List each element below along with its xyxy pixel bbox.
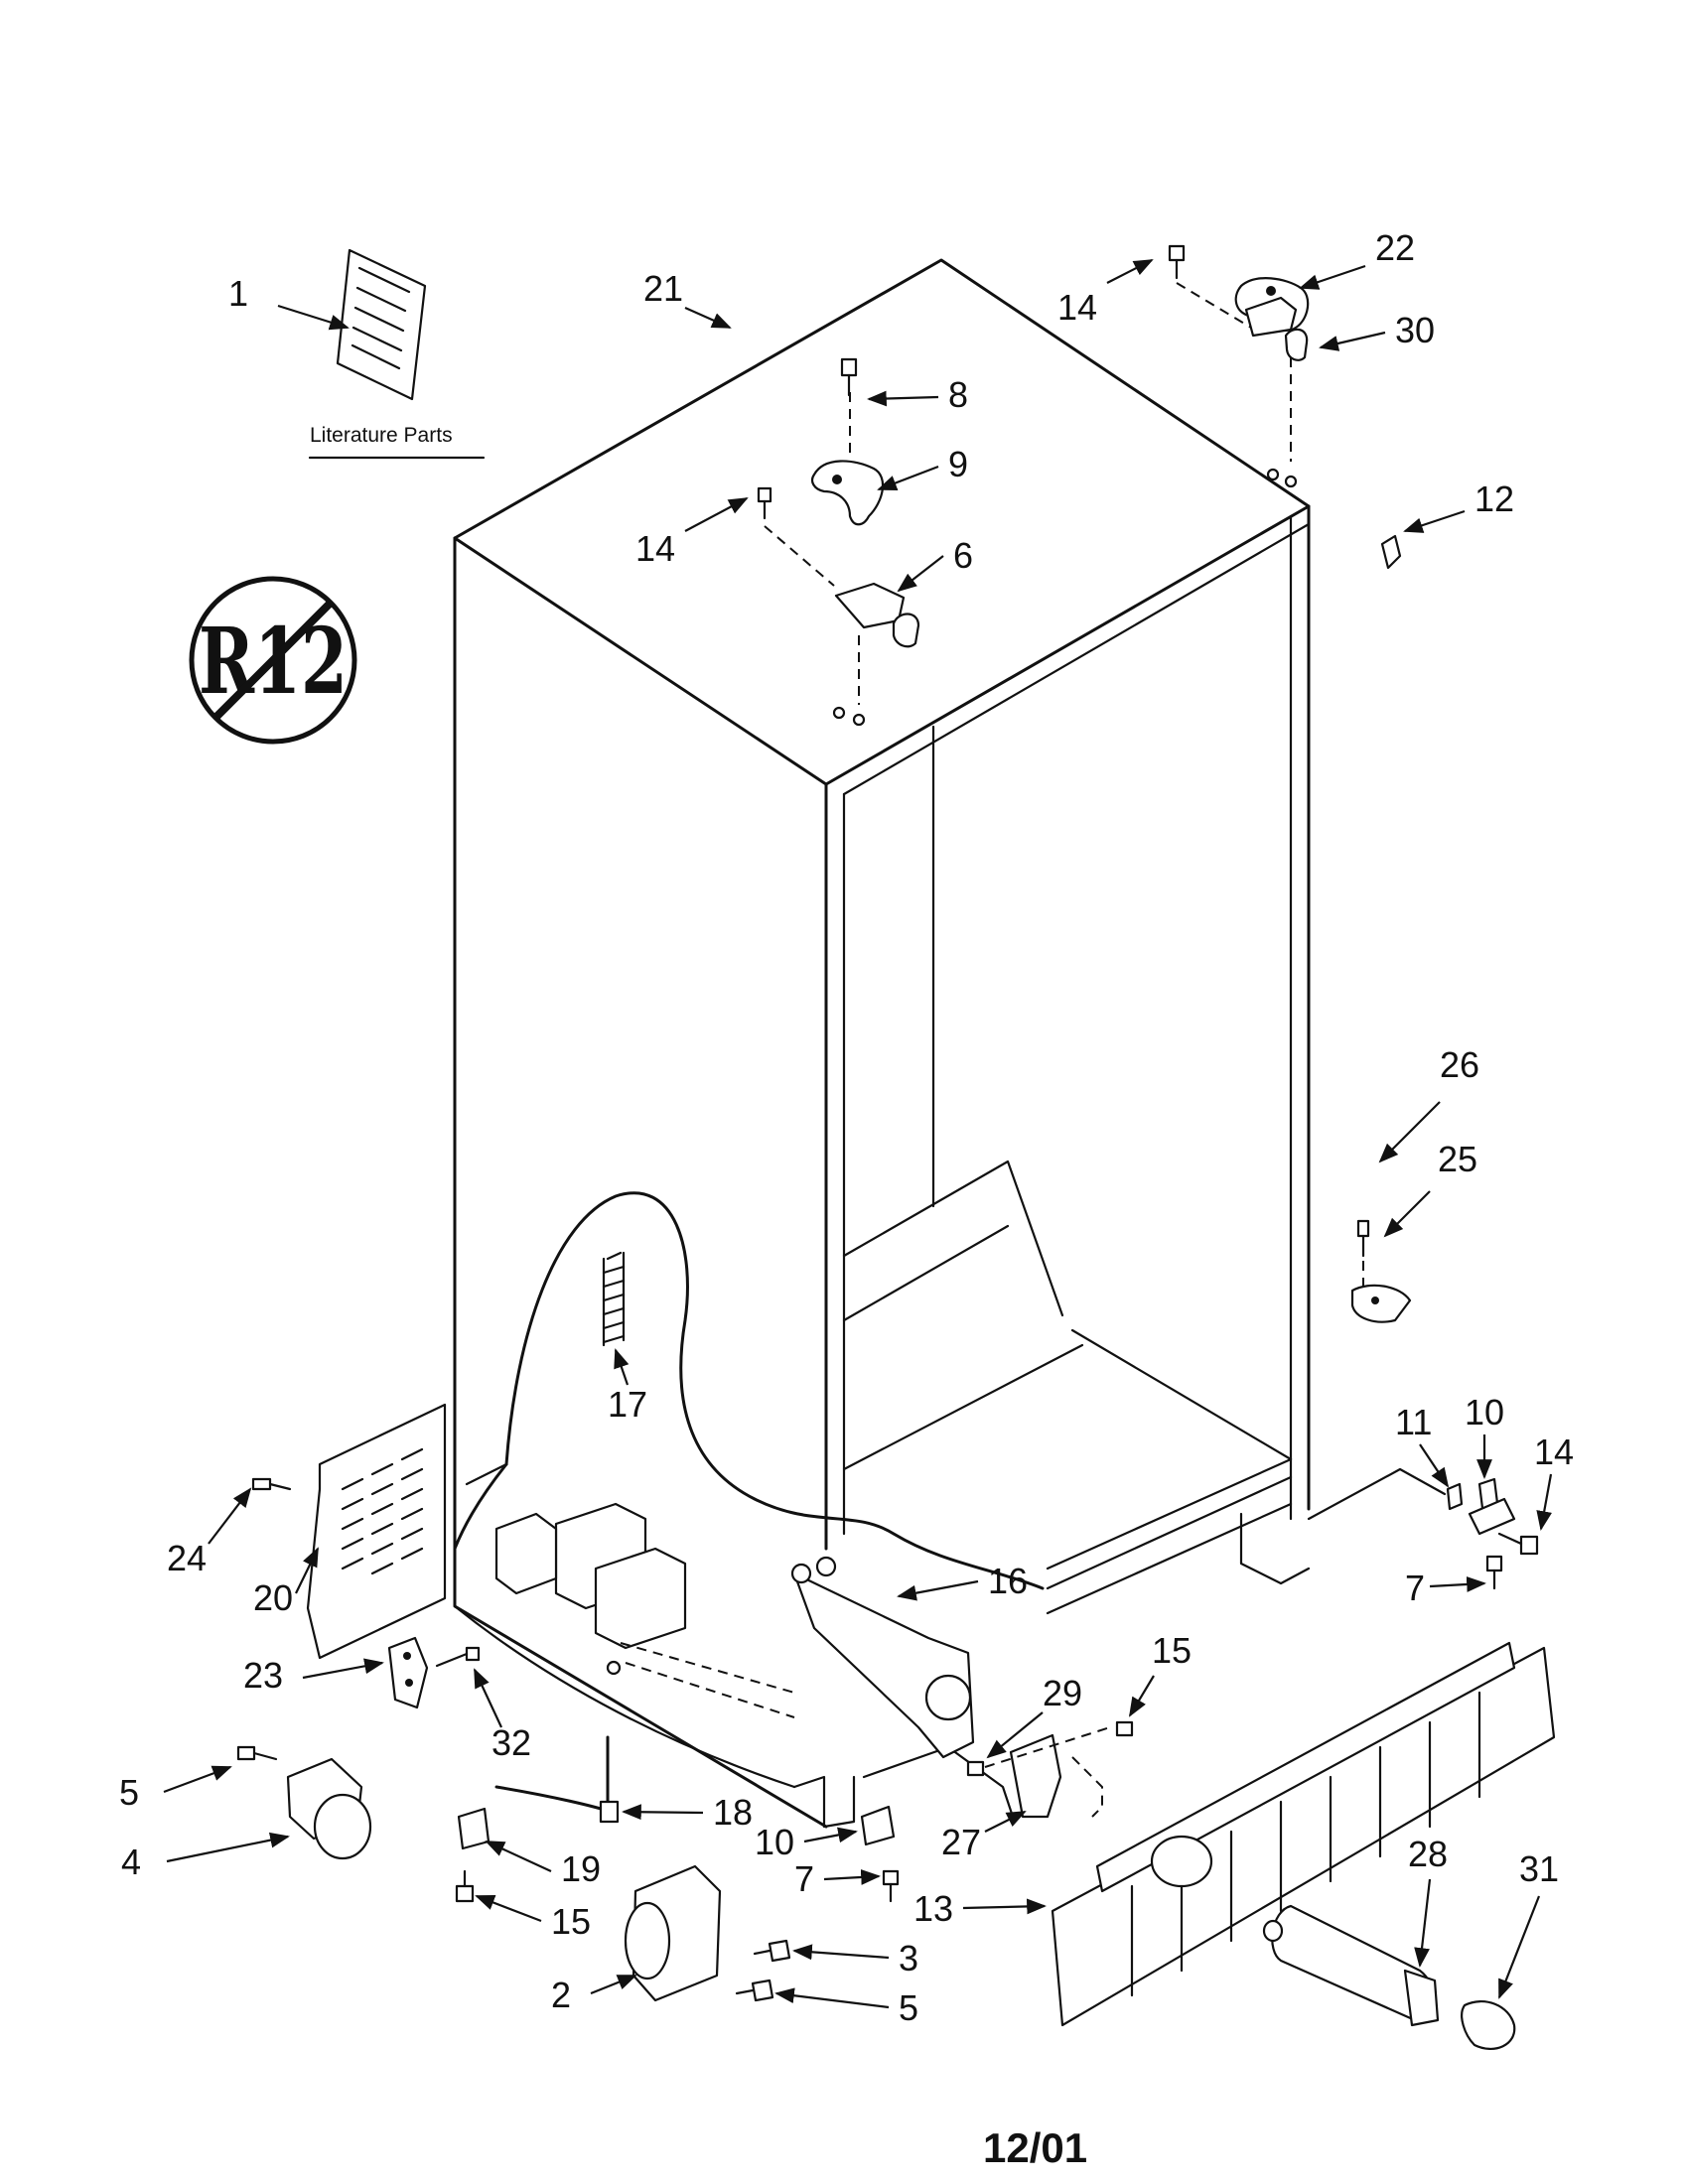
cabinet <box>453 258 1447 1829</box>
callout-4: 4 <box>121 1842 141 1882</box>
machine-compartment <box>494 1502 795 1718</box>
callout-24: 24 <box>167 1538 207 1578</box>
callouts: 1 21 14 22 30 8 9 14 6 12 26 25 17 10 11… <box>119 227 1574 2028</box>
top-hinge-right <box>1168 244 1310 488</box>
callout-1: 1 <box>228 273 248 314</box>
callout-13: 13 <box>913 1888 953 1929</box>
toe-grille-part-13 <box>1051 1641 1556 2027</box>
callout-26: 26 <box>1440 1044 1479 1085</box>
footer-date: 12/01 <box>983 2124 1087 2171</box>
callout-28: 28 <box>1408 1834 1448 1874</box>
callout-11: 11 <box>1395 1402 1432 1442</box>
callout-10-right: 10 <box>1465 1392 1504 1433</box>
literature-parts-label: Literature Parts <box>310 424 453 447</box>
callout-21: 21 <box>643 268 683 309</box>
no-r12-badge: R12 <box>189 576 357 745</box>
callout-30: 30 <box>1395 310 1435 350</box>
callout-17: 17 <box>608 1384 647 1425</box>
callout-22: 22 <box>1375 227 1415 268</box>
top-hinge-left <box>757 357 920 727</box>
callout-14-top-left: 14 <box>635 528 675 569</box>
callout-6: 6 <box>953 535 973 576</box>
roller-part-4 <box>236 1745 372 1860</box>
callout-16: 16 <box>988 1561 1028 1601</box>
clip-part-12 <box>1380 534 1402 570</box>
literature-parts-booklet: Literature Parts <box>308 248 486 460</box>
callout-32: 32 <box>491 1722 531 1763</box>
callout-3: 3 <box>899 1938 918 1979</box>
bracket-part-23 <box>387 1636 481 1709</box>
bottom-hinge-part-2 <box>624 1864 791 2002</box>
callout-14-top-right: 14 <box>1057 287 1097 328</box>
bracket-part-25 <box>1350 1219 1412 1323</box>
callout-2: 2 <box>551 1975 571 2015</box>
callout-19: 19 <box>561 1848 601 1889</box>
callout-15-right: 15 <box>1152 1630 1192 1671</box>
callout-5-center: 5 <box>899 1987 918 2028</box>
callout-14-right: 14 <box>1534 1432 1574 1472</box>
callout-8: 8 <box>948 374 968 415</box>
callout-27: 27 <box>941 1822 981 1862</box>
callout-29: 29 <box>1043 1673 1082 1713</box>
hinge-pin-assembly <box>1446 1477 1539 1590</box>
callout-20: 20 <box>253 1577 293 1618</box>
callout-18: 18 <box>713 1792 753 1833</box>
rear-access-grille <box>251 1403 447 1660</box>
duct-part-16 <box>790 1556 975 1759</box>
callout-23: 23 <box>243 1655 283 1696</box>
callout-5-left: 5 <box>119 1772 139 1813</box>
callout-7-right: 7 <box>1405 1568 1425 1608</box>
callout-25: 25 <box>1438 1139 1477 1179</box>
callout-31: 31 <box>1519 1848 1559 1889</box>
callout-15-left: 15 <box>551 1901 591 1942</box>
spring-part-17 <box>602 1251 626 1347</box>
callout-7-center: 7 <box>794 1858 814 1899</box>
bracket-part-27 <box>966 1720 1134 1819</box>
tube-part-18-19 <box>455 1735 620 1903</box>
callout-10-center: 10 <box>755 1822 794 1862</box>
hinge-pin-part-10 <box>860 1805 900 1903</box>
water-filter-part-28 <box>1262 1904 1516 2050</box>
callout-9: 9 <box>948 444 968 484</box>
callout-12: 12 <box>1474 478 1514 519</box>
